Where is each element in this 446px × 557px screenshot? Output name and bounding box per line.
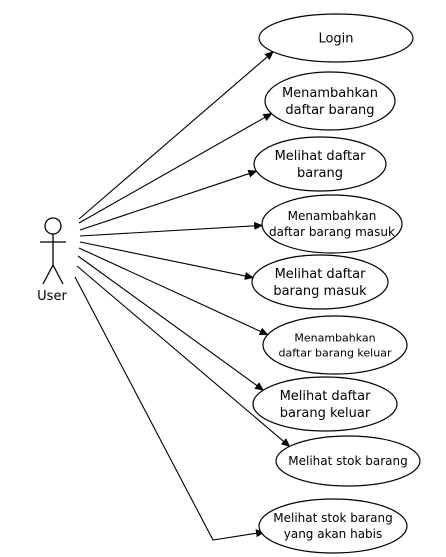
- use-case-label: daftar barang: [285, 103, 374, 118]
- actor-user: User: [37, 217, 67, 304]
- use-case-login: [258, 13, 414, 63]
- use-case-menambahkan-daftar-barang-keluar: [262, 315, 408, 375]
- association-arrow: [78, 51, 274, 220]
- use-case-label: Melihat daftar: [275, 267, 367, 282]
- association-arrow: [78, 247, 269, 336]
- use-case-menambahkan-daftar-barang: [264, 71, 396, 131]
- use-case-label: yang akan habis: [284, 527, 383, 541]
- use-case-label: Melihat stok barang: [288, 454, 407, 468]
- use-case-label: Melihat stok barang: [273, 511, 392, 525]
- use-case-menambahkan-daftar-barang-masuk: [261, 194, 403, 254]
- use-case-label: Login: [318, 32, 353, 47]
- use-case-melihat-stok-barang: [275, 435, 421, 487]
- association-arrow: [79, 169, 258, 231]
- use-case-melihat-daftar-barang-keluar: [252, 376, 398, 432]
- actor-label: User: [37, 289, 67, 304]
- use-case-label: barang: [297, 166, 343, 181]
- use-case-melihat-daftar-barang-masuk: [251, 254, 389, 310]
- use-case-label: Menambahkan: [288, 209, 377, 223]
- association-arrow: [78, 113, 273, 224]
- association-arrow: [79, 241, 254, 280]
- use-case-label: Menambahkan: [294, 331, 375, 344]
- use-case-melihat-daftar-barang: [253, 136, 387, 192]
- association-lines: [74, 51, 291, 541]
- association-arrow: [77, 255, 265, 391]
- use-case-label: Melihat daftar: [280, 389, 372, 404]
- use-case-label: barang keluar: [280, 406, 371, 421]
- use-case-label: daftar barang masuk: [269, 225, 395, 239]
- use-case-melihat-stok-barang-yang-akan-habis: [258, 498, 408, 554]
- association-arrow: [79, 221, 264, 237]
- use-case-label: Melihat daftar: [275, 149, 367, 164]
- stick-figure-icon: [40, 217, 66, 285]
- use-case-label: Menambahkan: [282, 86, 378, 101]
- association-arrow: [76, 265, 291, 448]
- association-arrow: [74, 276, 265, 541]
- use-case-label: barang masuk: [273, 284, 367, 299]
- use-case-label: daftar barang keluar: [279, 346, 392, 359]
